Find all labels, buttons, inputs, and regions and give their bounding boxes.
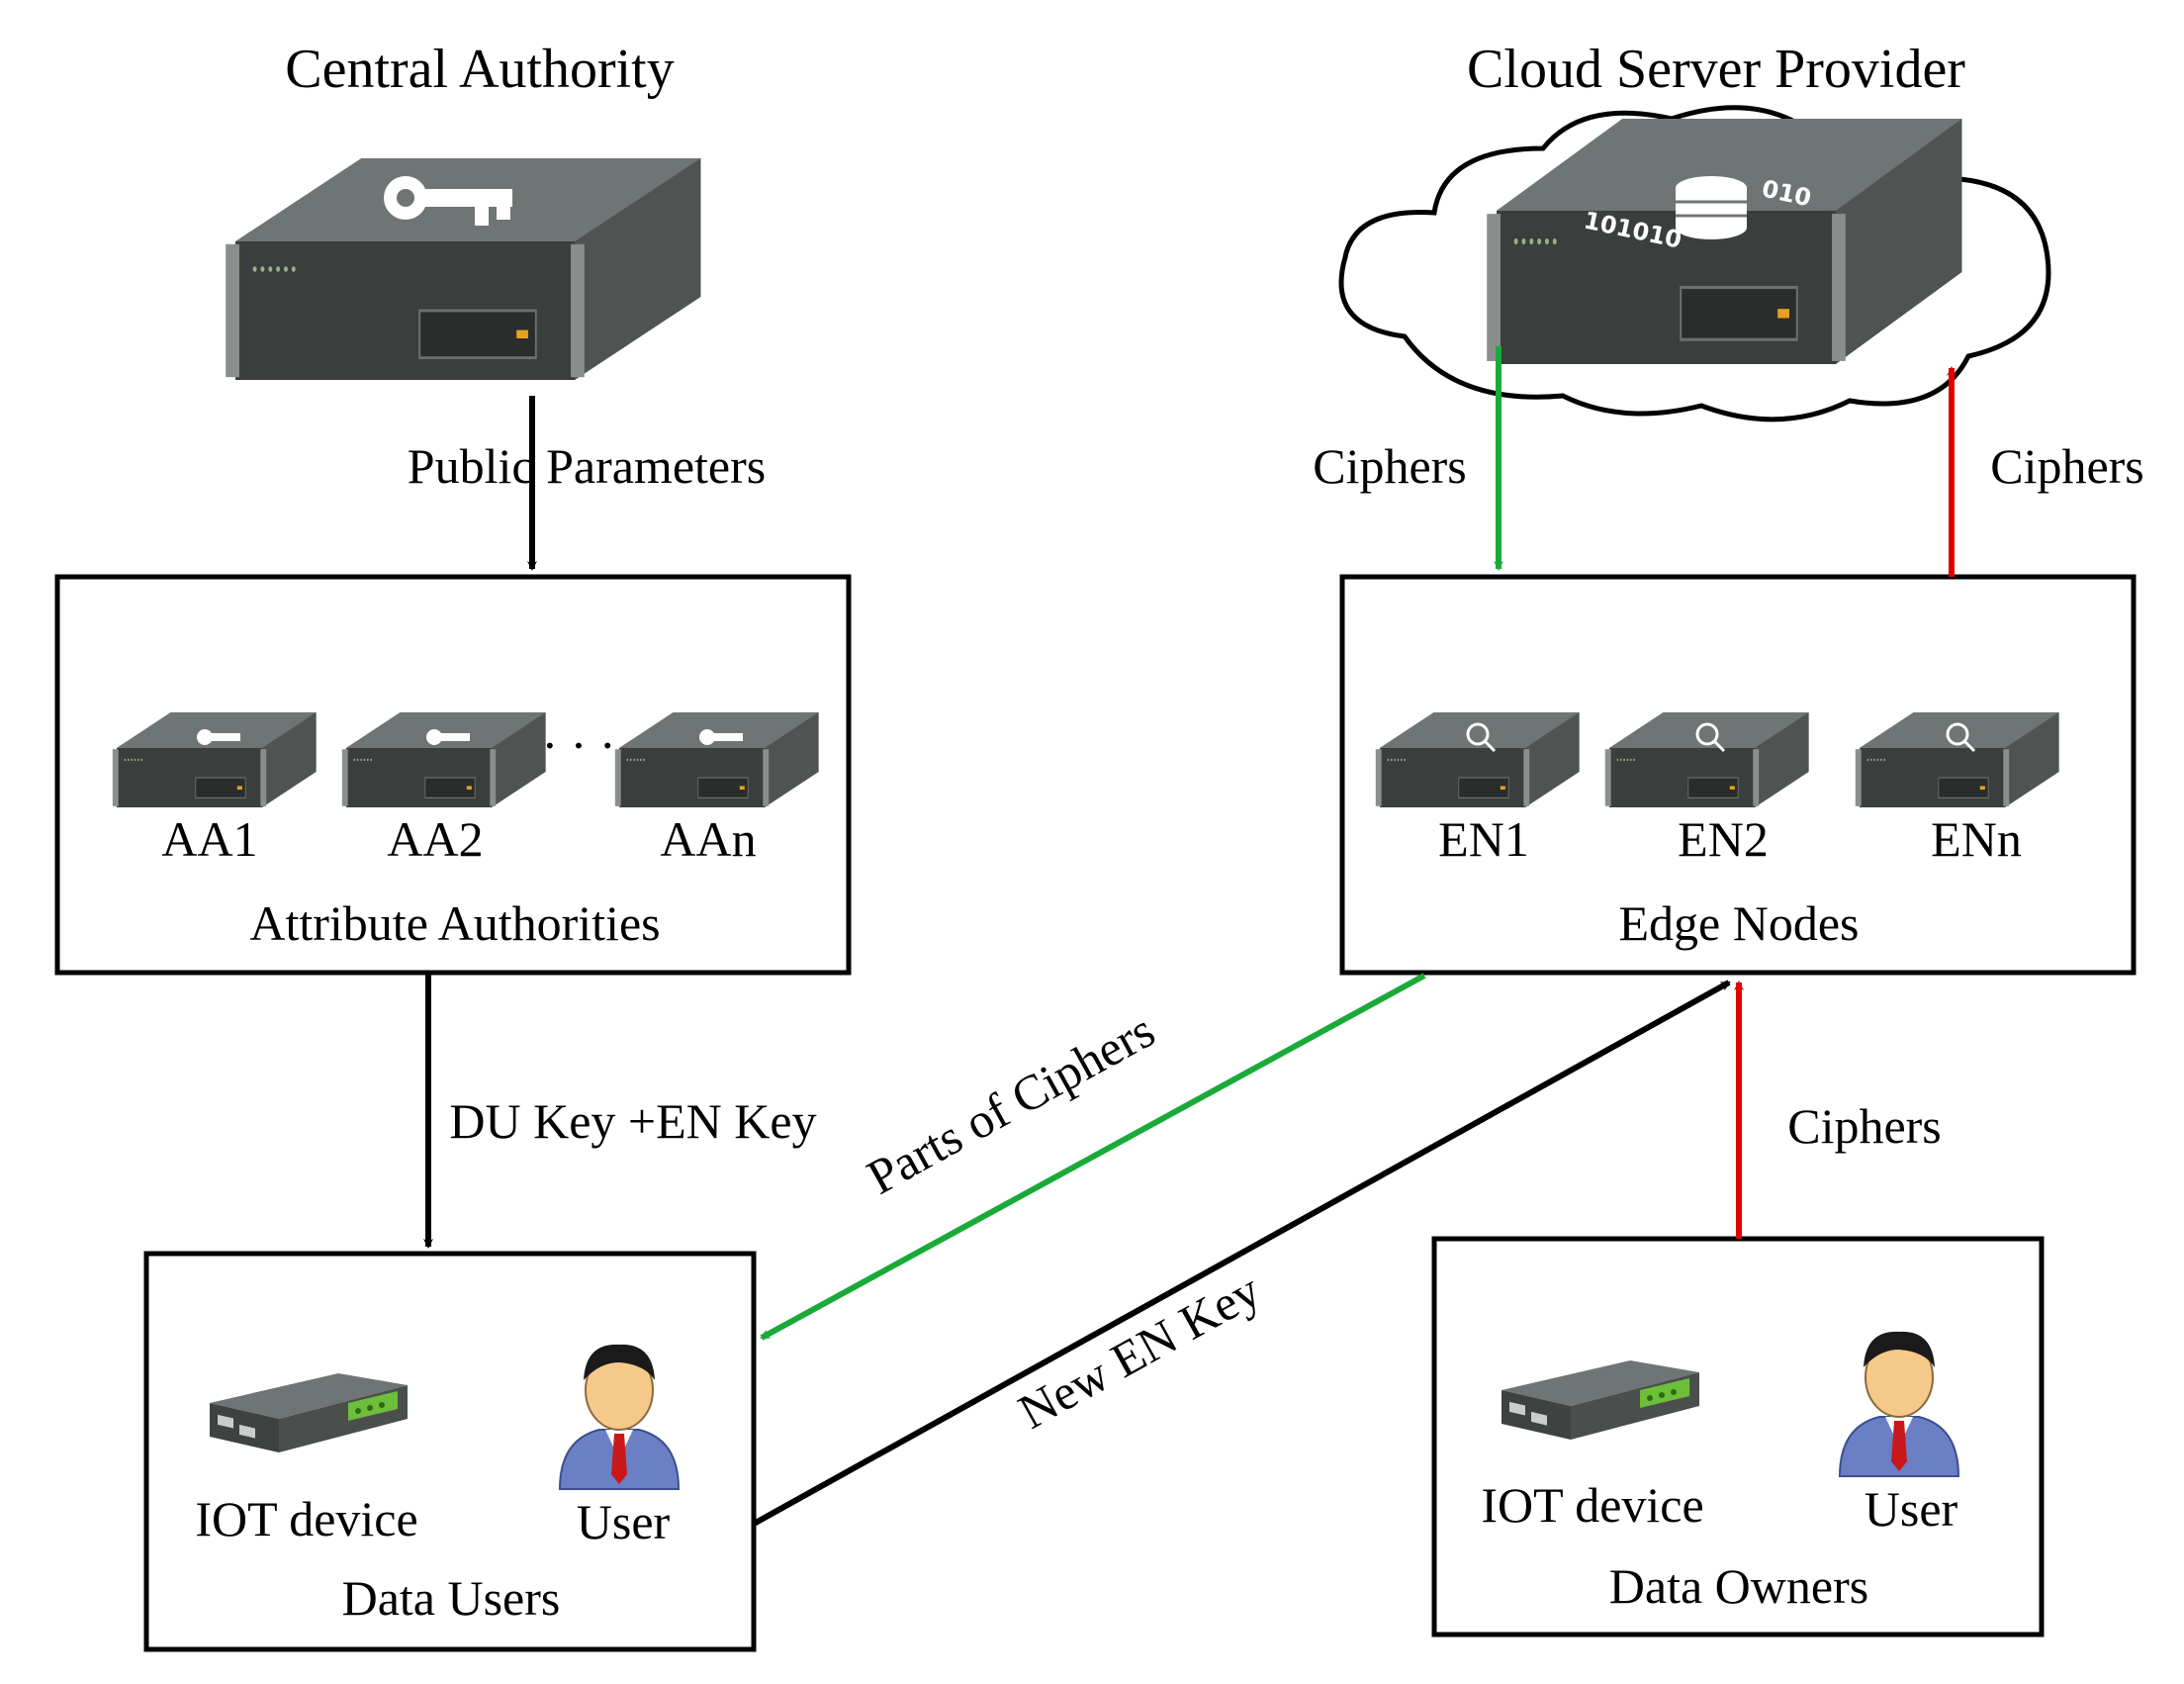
label-ciphers-down: Ciphers (1313, 438, 1467, 494)
label-ciphers-owner: Ciphers (1787, 1098, 1942, 1154)
edge-nodes: EN1 EN2 ENn Edge Nodes (1339, 574, 2137, 976)
data-owners-user-label: User (1865, 1481, 1958, 1537)
label-new-en-key: New EN Key (1009, 1262, 1269, 1440)
data-owners: IOT device User Data Owners (1431, 1236, 2045, 1637)
label-ciphers-up: Ciphers (1990, 438, 2144, 494)
aa-key-icons (197, 729, 743, 745)
en-magnifier-icons (1466, 722, 1976, 753)
data-users-user-label: User (577, 1494, 671, 1549)
cloud-server-provider-title: Cloud Server Provider (1467, 39, 1965, 100)
data-users: IOT device User Data Users (143, 1251, 757, 1652)
label-du-en-key: DU Key +EN Key (449, 1093, 816, 1149)
aa2-label: AA2 (387, 811, 483, 867)
attribute-authorities-title: Attribute Authorities (249, 895, 660, 951)
aan-label: AAn (660, 811, 756, 867)
aa1-label: AA1 (161, 811, 257, 867)
data-owners-title: Data Owners (1609, 1558, 1868, 1614)
attribute-authorities: · · · AA1 AA2 AAn Attribute Authorities (54, 574, 852, 976)
aa-ellipsis: · · · (542, 717, 616, 773)
label-parts-of-ciphers: Parts of Ciphers (858, 1002, 1163, 1205)
arrow-new-en-key (752, 980, 1731, 1527)
central-authority-title: Central Authority (285, 39, 675, 100)
arrow-parts-of-ciphers (760, 973, 1426, 1341)
cloud-server-provider: Cloud Server Provider 010 101010 (1338, 39, 2051, 422)
en1-label: EN1 (1438, 811, 1529, 867)
arrows (423, 346, 1956, 1527)
data-owners-device-label: IOT device (1481, 1477, 1703, 1533)
en2-label: EN2 (1678, 811, 1769, 867)
data-users-title: Data Users (342, 1570, 561, 1626)
central-authority: Central Authority (224, 39, 702, 382)
enn-label: ENn (1931, 811, 2022, 867)
data-users-device-label: IOT device (195, 1491, 417, 1546)
key-icon (384, 176, 512, 226)
edge-nodes-title: Edge Nodes (1619, 895, 1860, 951)
label-public-parameters: Public Parameters (408, 438, 766, 494)
